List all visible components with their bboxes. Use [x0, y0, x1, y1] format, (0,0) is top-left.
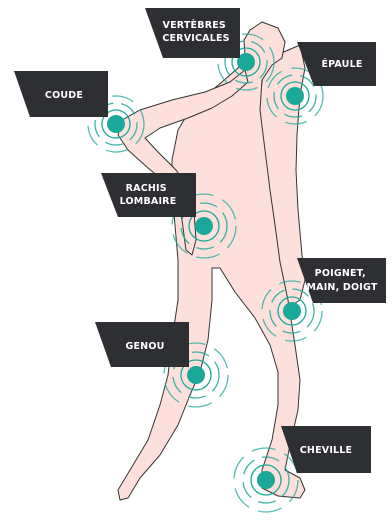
svg-text:COUDE: COUDE: [45, 90, 83, 101]
marker-dot: [283, 302, 301, 320]
label-line: CERVICALES: [162, 33, 229, 44]
label-line: POIGNET,: [315, 268, 366, 279]
svg-text:ÉPAULE: ÉPAULE: [321, 58, 362, 70]
label-line: RACHIS: [126, 183, 167, 194]
marker-dot: [187, 366, 205, 384]
body-figure: [118, 22, 305, 500]
label-line: CHEVILLE: [300, 445, 353, 456]
marker-ankle[interactable]: [234, 448, 298, 512]
label-elbow[interactable]: COUDE: [14, 71, 108, 117]
svg-text:CHEVILLE: CHEVILLE: [300, 445, 353, 456]
label-line: MAIN, DOIGT: [306, 282, 377, 293]
label-knee[interactable]: GENOU: [95, 322, 189, 367]
label-line: GENOU: [125, 341, 164, 352]
label-line: ÉPAULE: [321, 58, 362, 70]
label-bg: [101, 173, 196, 217]
label-line: LOMBAIRE: [120, 196, 177, 207]
marker-dot: [195, 217, 213, 235]
label-line: COUDE: [45, 90, 83, 101]
marker-dot: [107, 115, 125, 133]
label-lumbar[interactable]: RACHIS LOMBAIRE: [101, 173, 196, 217]
svg-text:GENOU: GENOU: [125, 341, 164, 352]
label-cervical[interactable]: VERTÈBRES CERVICALES: [145, 8, 240, 58]
marker-dot: [286, 87, 304, 105]
label-line: VERTÈBRES: [163, 19, 226, 31]
marker-dot: [257, 471, 275, 489]
label-wrist[interactable]: POIGNET, MAIN, DOIGT: [297, 258, 386, 303]
label-bg: [297, 258, 386, 303]
